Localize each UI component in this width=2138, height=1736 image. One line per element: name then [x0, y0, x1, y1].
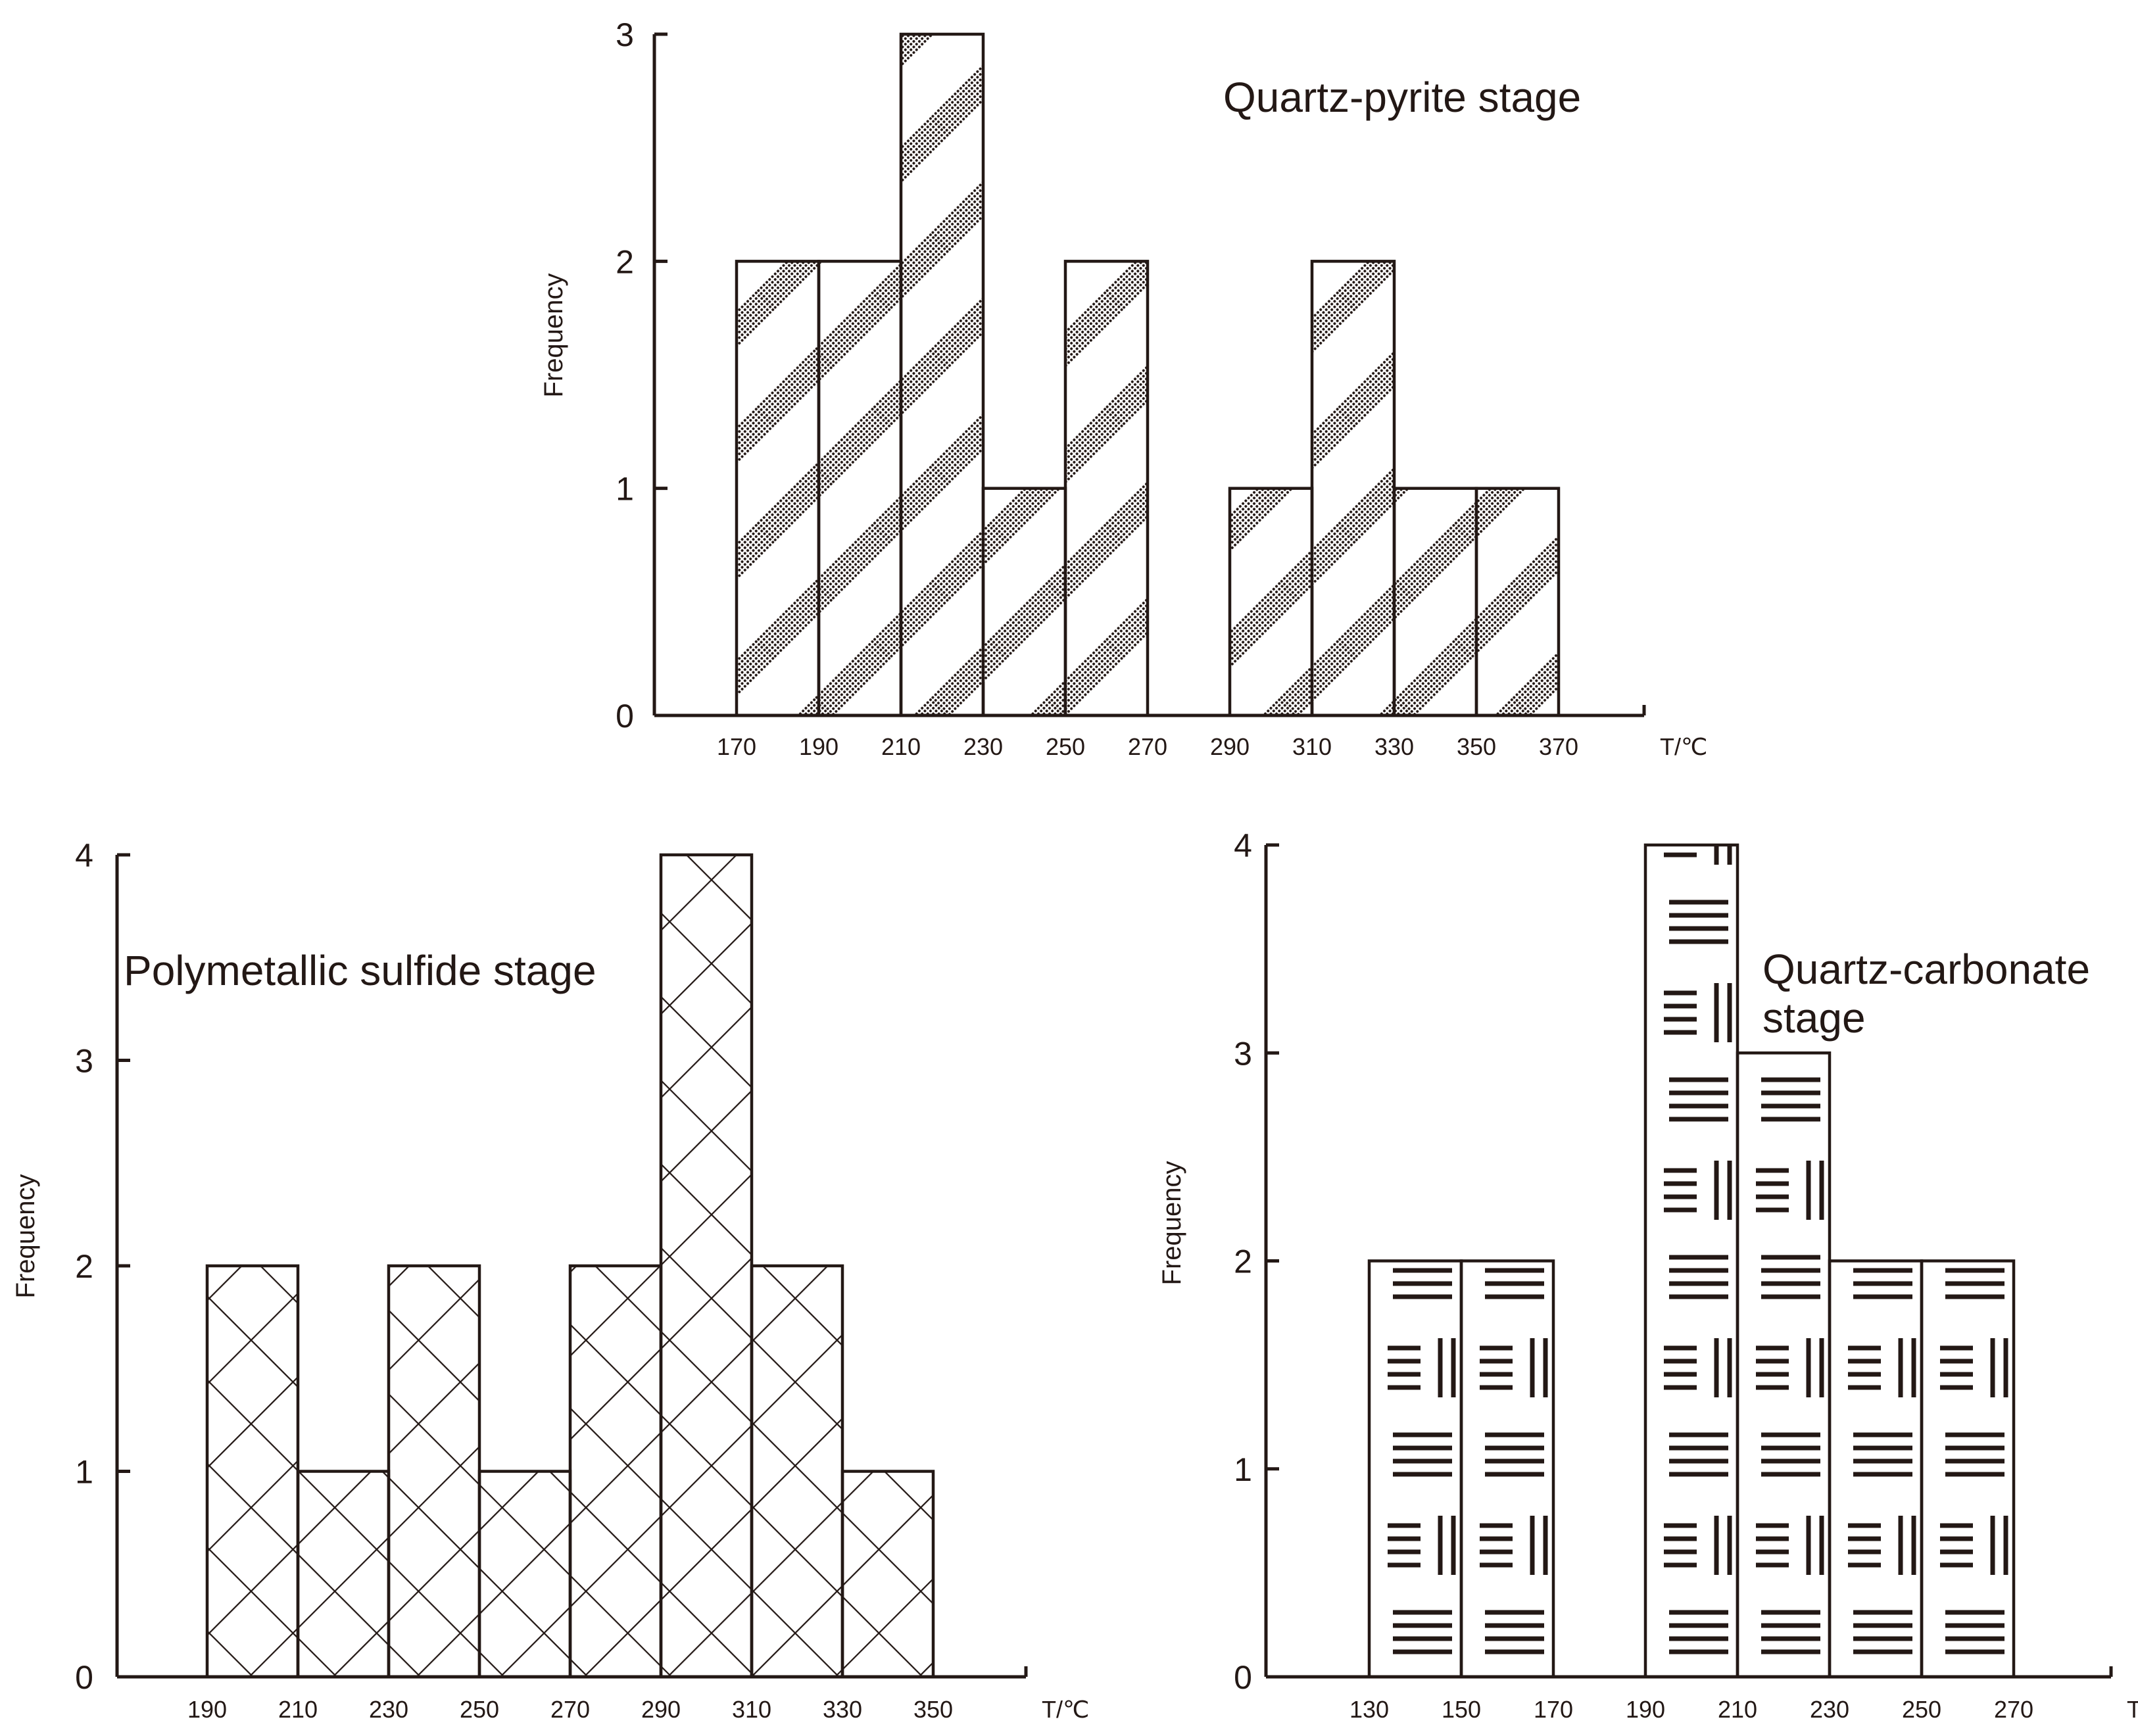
bar-fill — [1645, 845, 1737, 1677]
bar-fill — [1312, 261, 1394, 715]
y-tick-label: 2 — [75, 1248, 93, 1285]
axes — [1264, 843, 2113, 1679]
bar-fill — [479, 1471, 570, 1677]
x-tick-label: 170 — [1534, 1696, 1573, 1723]
y-tick-label: 1 — [616, 471, 634, 508]
y-tick-label: 0 — [75, 1659, 93, 1696]
bar-fill — [737, 261, 819, 715]
labels: 0 1 2 3 170 190 210 230 250 270 290 310 330 350 370 T/℃ — [616, 16, 1707, 760]
x-tick-label: 250 — [460, 1696, 499, 1723]
y-tick-label: 3 — [75, 1043, 93, 1080]
bar-fill — [1369, 1261, 1461, 1677]
chart-title-line-1: Quartz-carbonate — [1762, 946, 2090, 993]
y-axis-title: Frequency — [539, 274, 568, 398]
bar-fill — [298, 1471, 389, 1677]
bar-fill — [1737, 1053, 1830, 1677]
x-tick-label: 130 — [1349, 1696, 1389, 1723]
x-tick-label: 310 — [1292, 733, 1332, 760]
bar-fill — [983, 488, 1065, 715]
y-axis-title: Frequency — [11, 1174, 40, 1299]
y-tick-label: 4 — [1234, 827, 1252, 864]
x-tick-label: 250 — [1902, 1696, 1941, 1723]
x-tick-label: 170 — [717, 733, 756, 760]
bar-fill — [901, 34, 983, 715]
chart-title: Polymetallic sulfide stage — [124, 947, 596, 994]
bar-fill — [661, 855, 752, 1677]
y-tick-label: 3 — [1234, 1035, 1252, 1072]
labels: 0 1 2 3 4 130 150 170 190 210 230 250 270 T/℃ — [1234, 827, 2138, 1723]
labels: 0 1 2 3 4 190 210 230 250 270 290 310 330 350 T/℃ — [75, 837, 1089, 1723]
x-tick-label: 350 — [913, 1696, 953, 1723]
bar-fill — [1394, 488, 1476, 715]
x-tick-label: 190 — [187, 1696, 227, 1723]
x-tick-label: 250 — [1046, 733, 1085, 760]
x-tick-label: 230 — [369, 1696, 408, 1723]
y-tick-label: 2 — [1234, 1243, 1252, 1280]
bar-fill — [207, 1266, 298, 1677]
bars — [735, 32, 1561, 717]
chart-title: Quartz-pyrite stage — [1223, 74, 1581, 121]
bar-fill — [752, 1266, 842, 1677]
x-tick-label: 270 — [1994, 1696, 2033, 1723]
x-tick-label: 290 — [641, 1696, 681, 1723]
bar-fill — [1461, 1261, 1553, 1677]
x-tick-label: 190 — [1626, 1696, 1665, 1723]
x-axis-title: T/℃ — [1042, 1696, 1089, 1723]
x-tick-label: 270 — [550, 1696, 590, 1723]
x-tick-label: 150 — [1442, 1696, 1481, 1723]
y-tick-label: 2 — [616, 243, 634, 280]
histogram-polymetallic-sulfide: 0 1 2 3 4 190 210 230 250 270 290 310 330 350 T/℃ Poly… — [11, 837, 1089, 1723]
x-tick-label: 370 — [1539, 733, 1578, 760]
y-tick-label: 1 — [1234, 1451, 1252, 1488]
axes — [652, 32, 1646, 717]
chart-title-line-2: stage — [1762, 994, 1866, 1042]
histogram-quartz-pyrite: 0 1 2 3 170 190 210 230 250 270 290 310 330 350 370 T/℃… — [539, 16, 1707, 760]
x-axis-title: T/℃ — [2127, 1696, 2138, 1723]
histogram-quartz-carbonate: 0 1 2 3 4 130 150 170 190 210 230 250 270 T/℃ Quartz-… — [1157, 827, 2138, 1723]
y-tick-label: 0 — [1234, 1659, 1252, 1696]
x-axis-title: T/℃ — [1660, 733, 1707, 760]
y-tick-label: 3 — [616, 16, 634, 53]
axes — [115, 853, 1028, 1679]
x-tick-label: 210 — [881, 733, 921, 760]
x-tick-label: 230 — [1810, 1696, 1849, 1723]
x-tick-label: 210 — [1718, 1696, 1757, 1723]
x-tick-label: 270 — [1128, 733, 1167, 760]
bar-fill — [1065, 261, 1148, 715]
bar-fill — [1830, 1261, 1922, 1677]
x-tick-label: 310 — [732, 1696, 771, 1723]
x-tick-label: 350 — [1457, 733, 1496, 760]
bar-fill — [842, 1471, 933, 1677]
bar-fill — [1230, 488, 1312, 715]
x-tick-label: 190 — [799, 733, 838, 760]
x-tick-label: 230 — [963, 733, 1003, 760]
bars — [205, 853, 935, 1679]
bar-fill — [389, 1266, 479, 1677]
bar-fill — [1922, 1261, 2014, 1677]
bar-fill — [819, 261, 901, 715]
x-tick-label: 210 — [278, 1696, 318, 1723]
bars — [1367, 843, 2016, 1679]
y-tick-label: 1 — [75, 1454, 93, 1491]
x-tick-label: 290 — [1210, 733, 1250, 760]
bar-fill — [570, 1266, 661, 1677]
y-axis-title: Frequency — [1157, 1161, 1186, 1286]
x-tick-label: 330 — [1374, 733, 1414, 760]
x-tick-label: 330 — [823, 1696, 862, 1723]
bar-fill — [1476, 488, 1559, 715]
y-tick-label: 0 — [616, 698, 634, 735]
y-tick-label: 4 — [75, 837, 93, 874]
